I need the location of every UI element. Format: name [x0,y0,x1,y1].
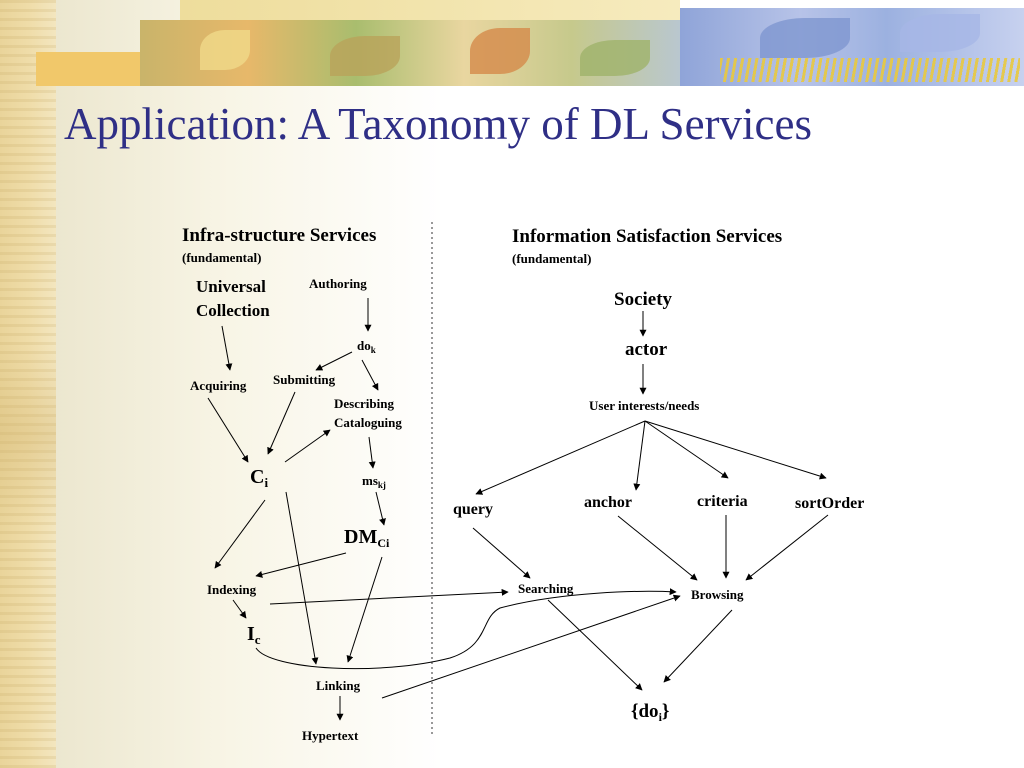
node-searching: Searching [518,581,574,596]
edge-interests-query [475,420,646,495]
node-sort-order: sortOrder [795,495,864,512]
node-do-i: {doi} [631,701,669,724]
slide-title: Application: A Taxonomy of DL Services [64,99,812,149]
node-describing: Describing [334,396,394,411]
node-universal: Universal [196,277,266,296]
banner-top-band [180,0,680,22]
edge-ic-browsing-curve [255,588,677,670]
edge-searching-doi [547,599,643,691]
edge-acquiring-ci [207,397,249,463]
edge-submitting-ci [267,391,296,455]
edge-query-searching [472,527,531,579]
edge-ci-indexing [214,499,266,569]
edge-dmci-indexing [255,552,347,578]
edge-indexing-ic [232,599,247,619]
node-actor: actor [625,339,668,360]
banner-orange-block [36,52,146,86]
banner-leaf-decoration [470,28,530,74]
node-anchor: anchor [584,494,632,511]
node-do-k: dok [357,338,376,355]
edge-sortorder-browsing [745,514,829,581]
edge-indexing-searching [269,588,509,605]
banner-leaf-decoration [200,30,250,70]
node-ms-kj: mskj [362,473,386,490]
decorative-banner [0,0,1024,86]
node-c-i: Ci [250,466,268,490]
edge-interests-criteria [644,420,729,479]
node-hypertext: Hypertext [302,728,359,743]
banner-leaf-decoration [580,40,650,76]
node-dm-ci: DMCi [344,526,390,550]
edge-linking-browsing [381,594,681,699]
infrastructure-subheading: (fundamental) [182,250,261,265]
node-indexing: Indexing [207,582,257,597]
banner-leaf-decoration [760,18,850,58]
node-criteria: criteria [697,493,748,510]
node-collection: Collection [196,301,270,320]
node-acquiring: Acquiring [190,378,247,393]
information-heading: Information Satisfaction Services [512,226,782,247]
node-query: query [453,501,493,518]
node-browsing: Browsing [691,587,744,602]
banner-leaf-decoration [900,14,980,52]
edge-browsing-doi [663,609,733,683]
background-fade [56,0,1024,768]
node-society: Society [614,289,673,310]
node-i-c: Ic [247,623,261,647]
edge-anchor-browsing [617,515,698,581]
information-subheading: (fundamental) [512,251,591,266]
left-parchment-strip [0,0,56,768]
banner-leaf-decoration [330,36,400,76]
node-linking: Linking [316,678,361,693]
node-user-interests: User interests/needs [589,398,699,413]
edge-mskj-dmci [375,491,386,526]
edge-ci-describing [284,429,331,463]
edge-interests-sortorder [644,420,827,480]
node-cataloguing: Cataloguing [334,415,402,430]
node-submitting: Submitting [273,372,336,387]
banner-gold-stripes [720,58,1020,82]
node-authoring: Authoring [309,276,367,291]
edge-cataloguing-mskj [368,436,376,469]
edge-ci-linking [285,491,319,665]
edge-dok-describing [361,359,379,391]
edge-universal-acquiring [221,325,233,371]
edge-dmci-linking [346,556,383,663]
edge-interests-anchor [633,420,646,491]
infrastructure-heading: Infra-structure Services [182,225,376,246]
edge-dok-submitting [315,351,353,371]
